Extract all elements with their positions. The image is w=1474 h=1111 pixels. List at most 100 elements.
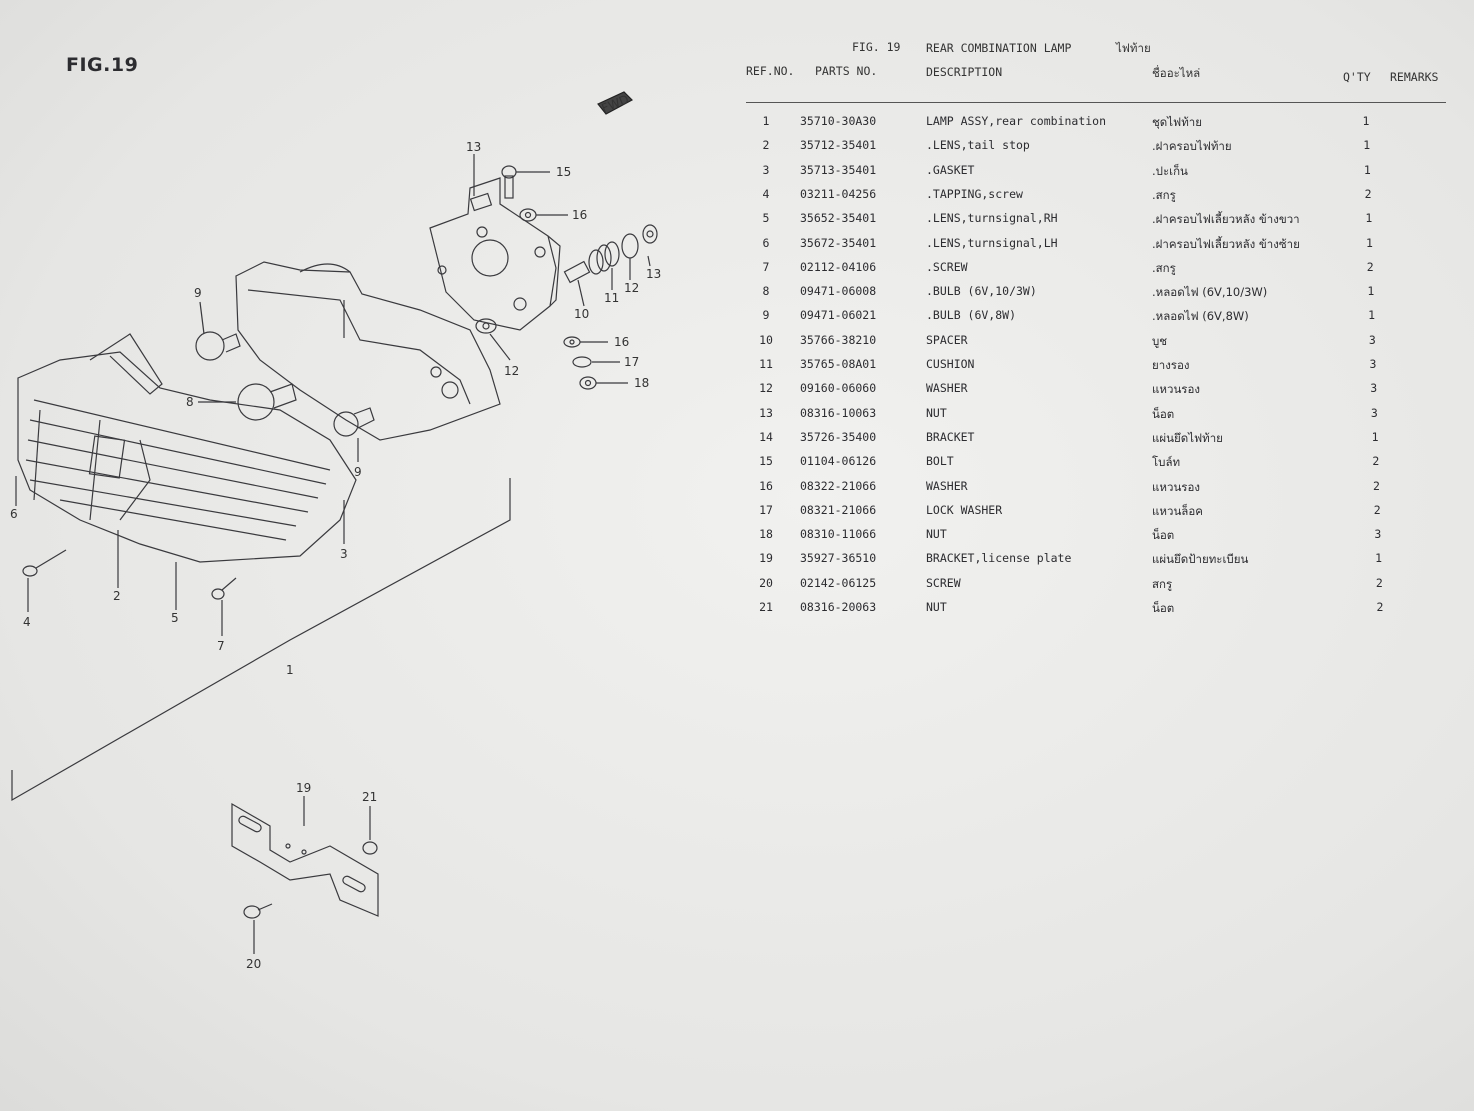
cell-description: BRACKET: [926, 429, 975, 444]
cell-ref: 16: [759, 478, 773, 493]
cell-thai-name: แหวนรอง: [1152, 479, 1201, 494]
cell-qty: 1: [1365, 211, 1373, 226]
cell-qty: 1: [1371, 429, 1379, 444]
cell-part-no: 35712-35401: [800, 138, 877, 153]
cell-qty: 3: [1370, 381, 1378, 396]
cell-thai-name: ชุดไฟท้าย: [1152, 115, 1202, 129]
cell-ref: 18: [759, 527, 773, 542]
cell-ref: 19: [759, 551, 773, 566]
cell-thai-name: แหวนล็อค: [1152, 503, 1203, 518]
cell-ref: 8: [762, 284, 770, 299]
header-thai-name: ชื่ออะไหล่: [1152, 66, 1201, 80]
cell-description: BOLT: [926, 454, 954, 469]
cell-description: LAMP ASSY,rear combination: [926, 114, 1107, 128]
cell-thai-name: .สกรู: [1152, 187, 1176, 202]
header-divider: [746, 102, 1446, 103]
cell-thai-name: .ฝาครอบไฟเลี้ยวหลัง ข้างขวา: [1152, 212, 1300, 227]
cell-qty: 2: [1376, 600, 1384, 614]
callout-9b: 9: [354, 465, 362, 479]
cell-ref: 12: [759, 381, 773, 396]
cell-thai-name: บูช: [1152, 333, 1168, 348]
cell-description: .SCREW: [926, 259, 968, 274]
cell-qty: 2: [1372, 454, 1380, 469]
cell-thai-name: แผ่นยึดป้ายทะเบียน: [1152, 552, 1249, 567]
cell-ref: 14: [759, 429, 773, 444]
callout-2: 2: [113, 589, 121, 603]
callout-20: 20: [246, 957, 261, 971]
callout-19: 19: [296, 781, 311, 795]
callout-16: 16: [572, 208, 587, 222]
callout-15: 15: [556, 165, 571, 179]
cell-qty: 3: [1368, 332, 1376, 347]
header-remarks: REMARKS: [1390, 70, 1439, 84]
cell-description: NUT: [926, 405, 947, 420]
cell-ref: 20: [759, 575, 773, 590]
callout-16b: 16: [614, 335, 629, 349]
cell-description: NUT: [926, 600, 947, 614]
lamp-lens-assembly: [11, 333, 511, 802]
fwd-label: FWD: [600, 92, 631, 115]
cell-part-no: 08316-10063: [800, 405, 877, 420]
cell-qty: 2: [1373, 502, 1381, 517]
cell-qty: 1: [1367, 284, 1375, 299]
cell-ref: 15: [759, 454, 773, 469]
cell-part-no: 08316-20063: [800, 600, 877, 614]
cell-qty: 3: [1369, 357, 1377, 371]
cell-ref: 5: [762, 211, 770, 226]
cell-ref: 11: [759, 357, 773, 371]
cell-thai-name: .หลอดไฟ (6V,10/3W): [1152, 285, 1268, 300]
callout-17: 17: [624, 355, 639, 369]
cell-part-no: 35672-35401: [800, 235, 877, 250]
cell-ref: 21: [759, 600, 773, 614]
cell-ref: 4: [762, 186, 770, 201]
cell-thai-name: น็อต: [1152, 528, 1175, 543]
cell-part-no: 09471-06008: [800, 284, 877, 299]
callout-18: 18: [634, 376, 649, 390]
cell-thai-name: น็อต: [1152, 406, 1175, 421]
callout-12: 12: [624, 281, 639, 295]
cell-part-no: 03211-04256: [800, 186, 877, 201]
header-description: DESCRIPTION: [926, 65, 1003, 79]
cell-description: BRACKET,license plate: [926, 551, 1072, 566]
callout-10: 10: [574, 307, 589, 321]
table-fig-no: FIG. 19: [852, 40, 901, 54]
callout-7: 7: [217, 639, 225, 653]
cell-thai-name: .หลอดไฟ (6V,8W): [1152, 309, 1249, 324]
cell-qty: 2: [1366, 259, 1374, 274]
table-title: REAR COMBINATION LAMP: [926, 41, 1072, 55]
cell-thai-name: .สกรู: [1152, 260, 1176, 275]
cell-description: WASHER: [926, 478, 968, 493]
cell-thai-name: ยางรอง: [1152, 358, 1190, 372]
cell-thai-name: สกรู: [1152, 576, 1173, 591]
cell-part-no: 01104-06126: [800, 454, 877, 469]
cell-description: .LENS,turnsignal,LH: [926, 235, 1058, 250]
cell-qty: 3: [1370, 405, 1378, 420]
bulb-icon: [195, 331, 375, 437]
cell-qty: 1: [1366, 235, 1373, 250]
cell-ref: 2: [762, 138, 770, 153]
exploded-diagram: FWD: [10, 91, 661, 971]
cell-ref: 9: [762, 308, 770, 323]
cell-qty: 1: [1375, 551, 1383, 566]
cell-part-no: 35765-08A01: [800, 357, 877, 371]
cell-thai-name: แผ่นยึดไฟท้าย: [1152, 430, 1223, 445]
cell-ref: 6: [762, 235, 770, 250]
cell-ref: 1: [762, 114, 770, 128]
callout-5: 5: [171, 611, 179, 625]
cell-description: .BULB (6V,10/3W): [926, 284, 1037, 299]
cell-qty: 2: [1364, 186, 1372, 201]
